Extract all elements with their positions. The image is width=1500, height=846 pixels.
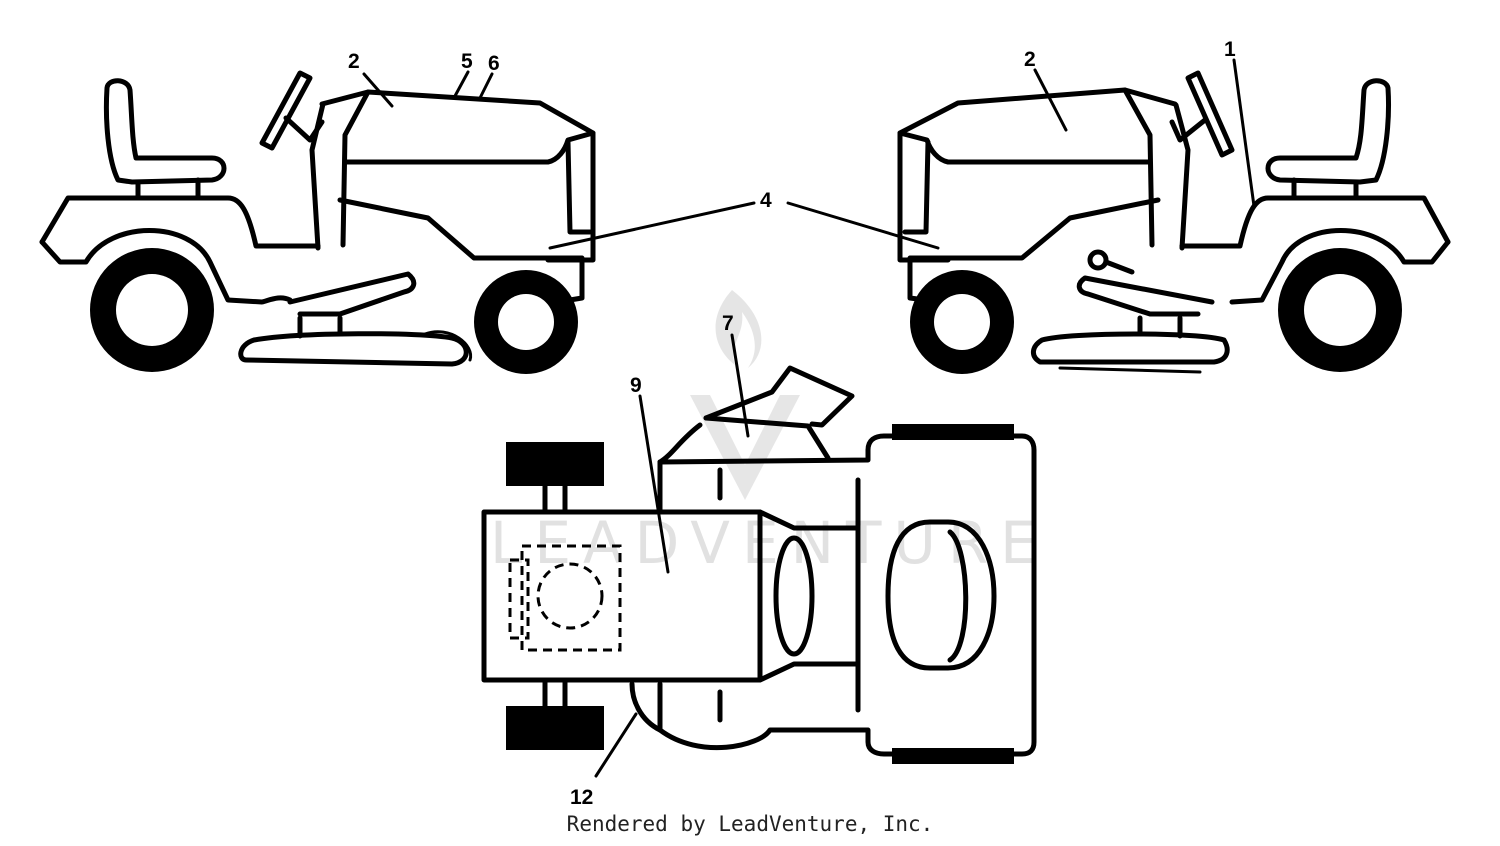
callout-4: 4: [760, 189, 772, 212]
callout-6: 6: [488, 52, 500, 75]
callout-5: 5: [461, 50, 473, 73]
callout-2-right: 2: [1024, 48, 1036, 71]
callout-9: 9: [630, 374, 642, 397]
callout-labels: 2 5 6 4 2 1 7 9 12: [348, 38, 1236, 809]
callout-7: 7: [722, 312, 734, 335]
rendered-by-credit: Rendered by LeadVenture, Inc.: [566, 812, 934, 836]
callout-12: 12: [570, 786, 593, 809]
callout-1: 1: [1224, 38, 1236, 61]
leader-lines: [362, 58, 1256, 778]
tractor-left-side-view: [39, 70, 596, 374]
callout-2-left: 2: [348, 50, 360, 73]
tractor-right-side-view: [897, 70, 1451, 374]
tractor-top-view: [481, 365, 1037, 764]
